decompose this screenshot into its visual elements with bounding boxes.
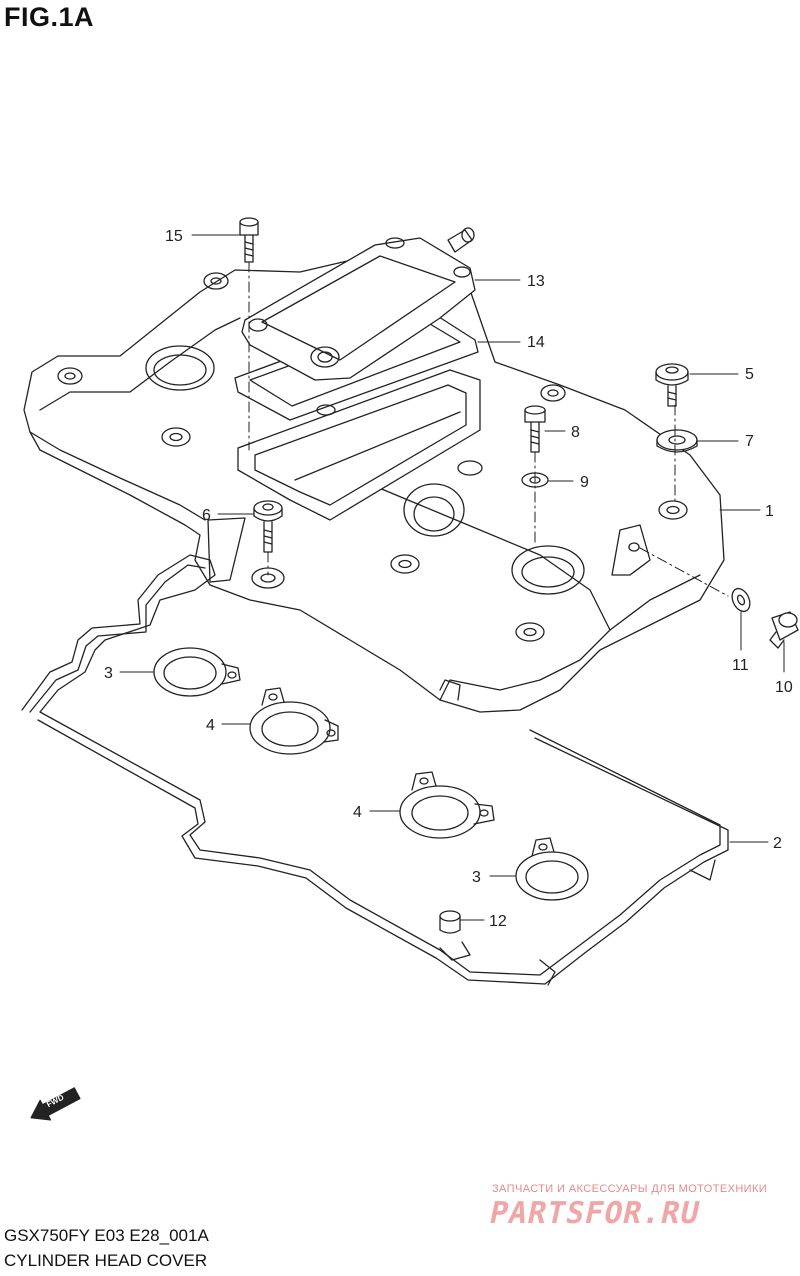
washer-11 — [731, 587, 751, 613]
callout-3-lower: 3 — [472, 869, 481, 886]
callout-3-upper: 3 — [104, 665, 113, 682]
callout-4-upper: 4 — [206, 717, 215, 734]
bolt-15 — [239, 217, 259, 263]
breather-cover — [241, 227, 476, 381]
bolt-5 — [655, 363, 689, 407]
plug-hole-seal-middle — [399, 771, 495, 839]
cover-gasket — [21, 554, 729, 986]
plug-10 — [769, 611, 799, 649]
callout-8: 8 — [571, 424, 580, 441]
callout-2: 2 — [773, 835, 782, 852]
callout-12: 12 — [489, 913, 507, 930]
callout-10: 10 — [775, 679, 793, 696]
footer-model-code: GSX750FY E03 E28_001A — [4, 1226, 209, 1245]
watermark-tagline: ЗАПЧАСТИ И АКСЕССУАРЫ ДЛЯ МОТОТЕХНИКИ — [492, 1183, 768, 1195]
figure-label: FIG.1A — [4, 2, 95, 32]
watermark-logo: PARTSFOR.RU — [486, 1196, 704, 1231]
callout-13: 13 — [527, 273, 545, 290]
dowel-pin — [439, 910, 461, 934]
plug-hole-seal-lower-left — [249, 687, 339, 755]
callout-11: 11 — [732, 657, 749, 674]
callout-1: 1 — [765, 503, 774, 520]
plug-hole-seal-lower-right — [515, 837, 589, 901]
leader-lines — [119, 234, 785, 921]
plug-hole-seal-upper-left — [153, 647, 241, 697]
callout-labels: 15 13 14 5 7 8 9 1 6 11 10 3 4 4 2 3 12 — [104, 228, 793, 930]
callout-6: 6 — [202, 507, 211, 524]
callout-4-lower: 4 — [353, 804, 362, 821]
callout-5: 5 — [745, 366, 754, 383]
forward-direction-arrow — [30, 1087, 81, 1121]
grommet-7 — [656, 429, 698, 453]
callout-15: 15 — [165, 228, 183, 245]
callout-7: 7 — [745, 433, 754, 450]
footer-section-name: CYLINDER HEAD COVER — [4, 1251, 208, 1270]
callout-9: 9 — [580, 474, 589, 491]
cylinder-head-cover — [23, 257, 725, 713]
callout-14: 14 — [527, 334, 545, 351]
